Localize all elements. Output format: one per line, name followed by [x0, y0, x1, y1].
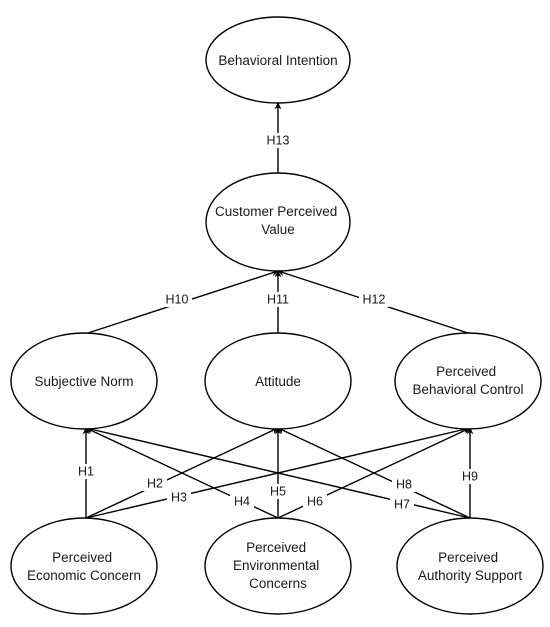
edge-h8-label: H8 — [392, 477, 416, 492]
svg-text:H4: H4 — [234, 494, 250, 508]
edge-h6-label: H6 — [303, 494, 327, 509]
edge-h4-label: H4 — [230, 494, 254, 509]
edge-h1-label: H1 — [74, 464, 98, 479]
node-perceived-economic-concern: Perceived Economic Concern — [10, 517, 158, 615]
edge-h11-label: H11 — [263, 292, 293, 307]
svg-text:H9: H9 — [462, 469, 478, 483]
node-customer-perceived-value: Customer Perceived Value — [205, 172, 351, 272]
svg-text:H7: H7 — [394, 497, 410, 511]
svg-text:H1: H1 — [78, 464, 94, 478]
edge-h8-line — [277, 427, 471, 519]
node-perceived-environmental-concerns: Perceived Environmental Concerns — [204, 517, 352, 615]
edge-h7-label: H7 — [390, 497, 414, 512]
svg-text:H8: H8 — [396, 477, 412, 491]
node-attitude-label: Attitude — [255, 374, 301, 389]
node-perceived-behavioral-control-label: Perceived Behavioral Control — [412, 364, 523, 397]
svg-text:H13: H13 — [267, 133, 290, 147]
svg-text:H10: H10 — [166, 292, 189, 306]
nodes: Behavioral Intention Customer Perceived … — [10, 16, 544, 615]
svg-text:H6: H6 — [307, 494, 323, 508]
node-customer-perceived-value-label: Customer Perceived Value — [215, 204, 341, 237]
node-perceived-economic-concern-label: Perceived Economic Concern — [27, 550, 141, 583]
node-behavioral-intention: Behavioral Intention — [205, 16, 351, 104]
svg-text:H3: H3 — [171, 490, 187, 504]
node-perceived-environmental-concerns-label: Perceived Environmental Concerns — [233, 540, 323, 591]
svg-text:H2: H2 — [147, 476, 163, 490]
edge-h13-label: H13 — [263, 133, 293, 148]
svg-text:H12: H12 — [363, 292, 386, 306]
svg-text:H5: H5 — [270, 484, 286, 498]
svg-text:H11: H11 — [267, 292, 289, 306]
node-perceived-behavioral-control: Perceived Behavioral Control — [394, 332, 542, 430]
node-behavioral-intention-label: Behavioral Intention — [218, 53, 337, 68]
edge-h3-label: H3 — [167, 490, 191, 505]
edge-h10-label: H10 — [162, 292, 192, 307]
node-subjective-norm: Subjective Norm — [10, 332, 158, 430]
edge-h12-label: H12 — [359, 292, 389, 307]
edge-h5-label: H5 — [266, 484, 290, 499]
node-perceived-authority-support-label: Perceived Authority Support — [418, 550, 523, 583]
node-attitude: Attitude — [204, 332, 352, 430]
edge-h9-label: H9 — [458, 469, 482, 484]
node-subjective-norm-label: Subjective Norm — [34, 374, 133, 389]
edge-lines — [82, 102, 474, 519]
node-perceived-authority-support: Perceived Authority Support — [396, 517, 544, 615]
edge-h2-label: H2 — [143, 476, 167, 491]
edge-labels: H13 H10 H11 H12 H1 H2 H3 H4 — [74, 133, 482, 512]
